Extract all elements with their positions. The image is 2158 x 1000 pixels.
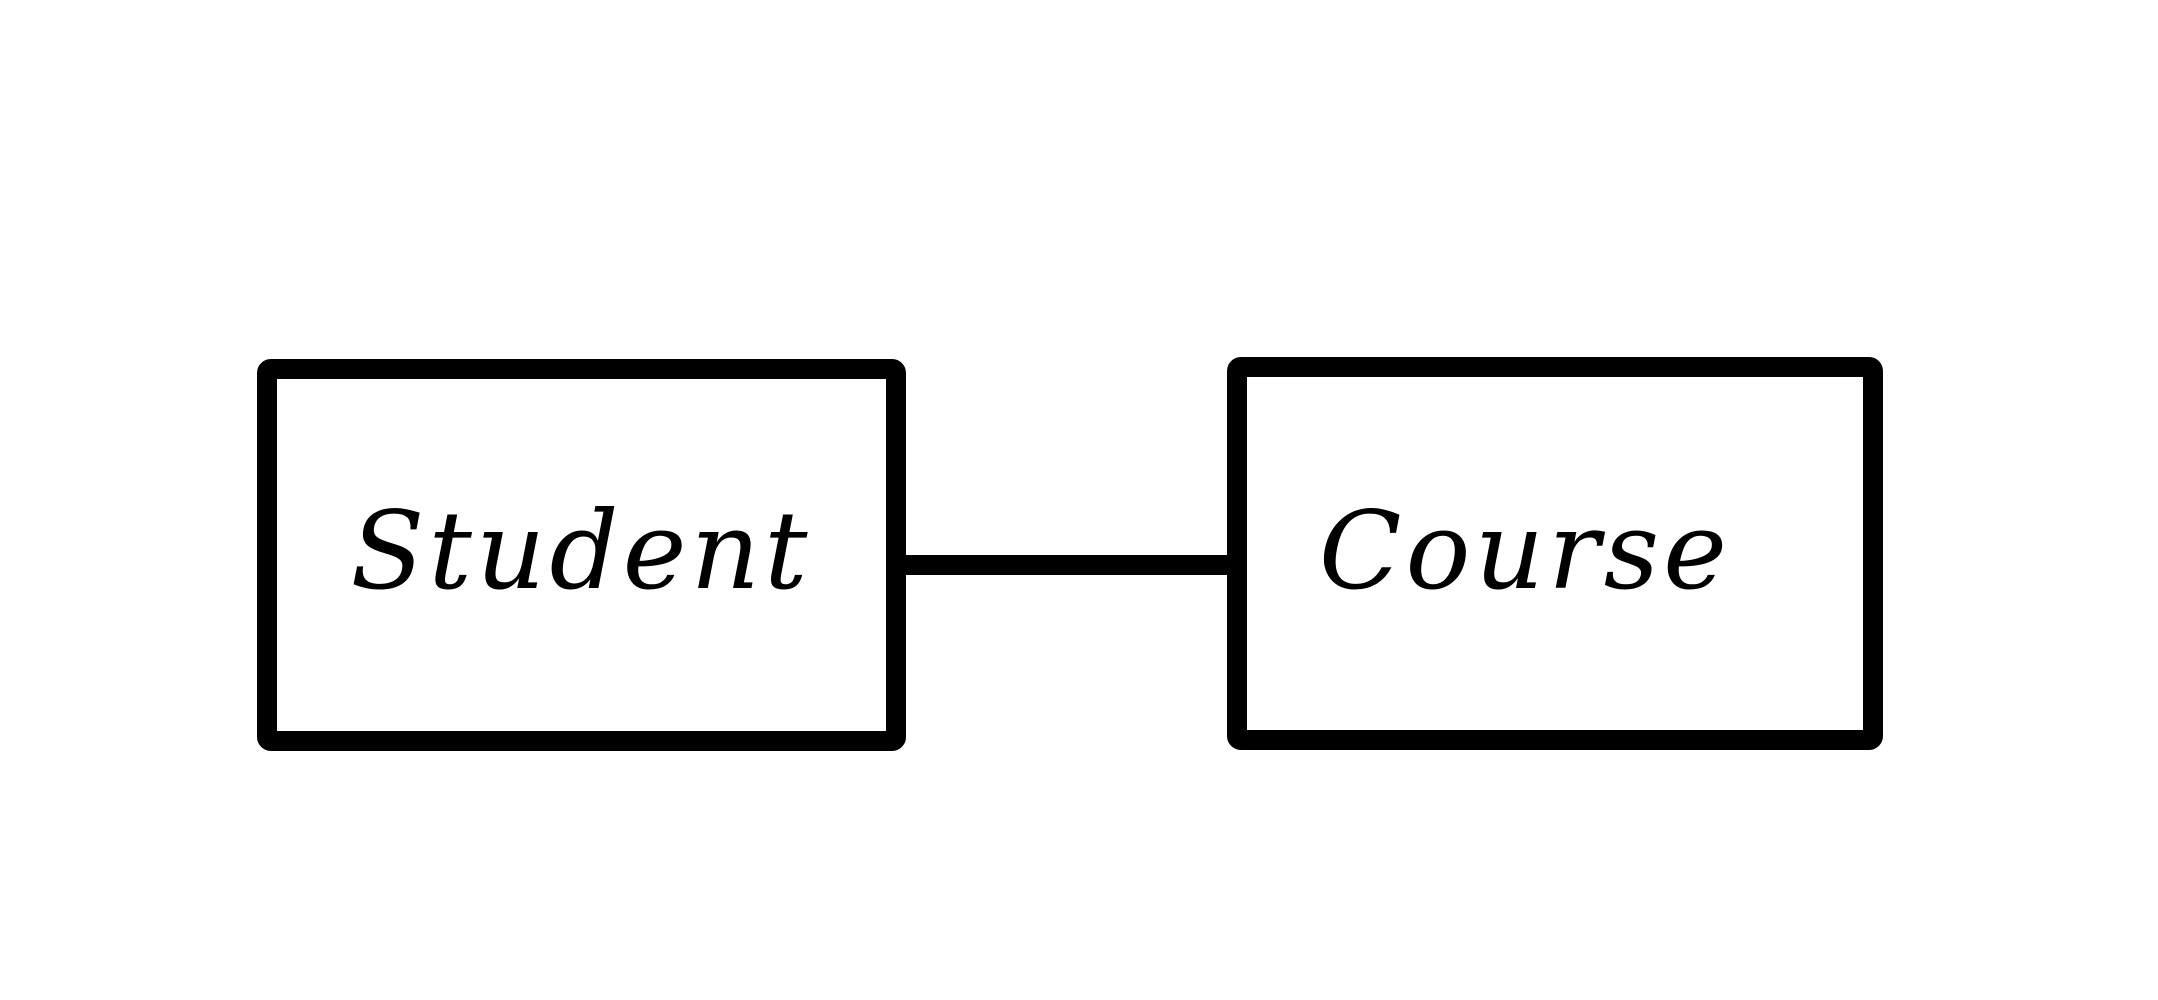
entity-course-label: Course xyxy=(1319,489,1731,614)
entity-student-label: Student xyxy=(351,489,812,614)
entity-student-box xyxy=(257,359,906,751)
entity-student[interactable]: Student xyxy=(257,359,906,751)
entity-course[interactable]: Course xyxy=(1227,357,1883,750)
entity-course-box xyxy=(1227,357,1883,750)
